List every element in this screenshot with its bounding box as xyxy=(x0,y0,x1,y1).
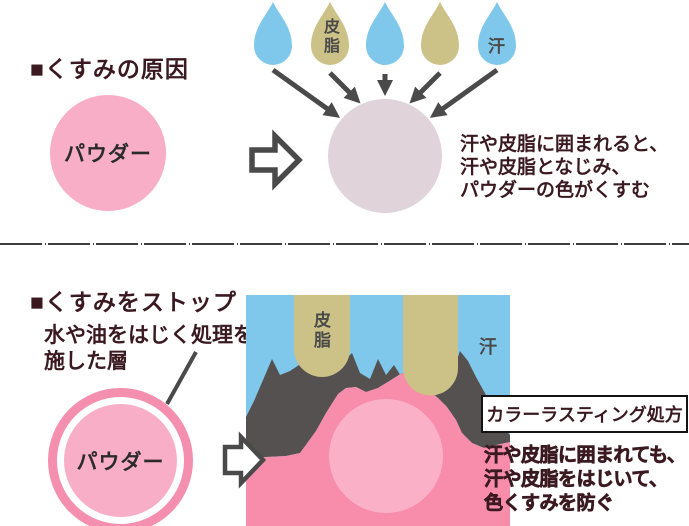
cause-section-heading: ■くすみの原因 xyxy=(30,56,189,82)
stop-section-heading: ■くすみをストップ xyxy=(30,289,237,315)
formula-badge: カラーラスティング処方 xyxy=(481,395,688,433)
right-arrow-shape xyxy=(222,431,267,489)
section-divider xyxy=(0,243,689,245)
down-arrow-icon xyxy=(328,71,361,104)
coating-note: 水や油をはじく処理を 施した層 xyxy=(44,323,254,375)
dull-powder-circle xyxy=(328,99,442,213)
stop-description-line: 色くすみを防ぐ xyxy=(484,493,615,515)
cause-description-line: 汗や皮脂となじみ、 xyxy=(460,157,631,178)
pointer-line xyxy=(165,351,198,405)
down-arrow-icon xyxy=(409,71,442,104)
powder-label: パウダー xyxy=(76,450,165,474)
repellent-layer-shape xyxy=(246,351,510,458)
powder-label: パウダー xyxy=(64,143,152,166)
stop-description-line: 汗や皮脂をはじいて、 xyxy=(484,469,669,491)
cause-description-line: 汗や皮脂に囲まれると、 xyxy=(460,134,669,155)
coated-powder-core: パウダー xyxy=(64,404,177,517)
coated-powder-circle: パウダー xyxy=(48,388,193,526)
sweat-drop-icon xyxy=(478,2,516,65)
right-arrow-shape xyxy=(249,129,303,191)
sebum-column-icon xyxy=(294,295,350,377)
stop-description: 汗や皮脂に囲まれても、 汗や皮脂をはじいて、 色くすみを防ぐ xyxy=(484,444,687,516)
sweat-drop-icon xyxy=(366,2,404,65)
right-arrow-icon xyxy=(222,431,267,489)
down-arrow-icon xyxy=(271,67,341,118)
powder-core-shape xyxy=(329,399,443,513)
cause-description: 汗や皮脂に囲まれると、 汗や皮脂となじみ、 パウダーの色がくすむ xyxy=(460,133,668,202)
stop-description-line: 汗や皮脂に囲まれても、 xyxy=(484,445,687,467)
sweat-drop-label: 汗 xyxy=(488,37,505,56)
coating-note-line: 施した層 xyxy=(44,350,128,373)
powder-circle: パウダー xyxy=(50,95,166,211)
diagram-sweat-label: 汗 xyxy=(479,337,497,357)
sebum-drop-icon xyxy=(311,2,349,65)
pointer-line-shape xyxy=(165,351,198,405)
sebum-drop-icon xyxy=(421,2,459,65)
diagram-sebum-label: 皮脂 xyxy=(311,311,330,351)
sebum-column-icon xyxy=(403,295,458,396)
coating-note-line: 水や油をはじく処理を xyxy=(44,324,254,347)
cause-description-line: パウダーの色がくすむ xyxy=(460,180,651,201)
right-arrow-icon xyxy=(249,129,303,191)
sweat-drop-icon xyxy=(254,2,292,65)
sebum-drop-label: 皮脂 xyxy=(321,18,338,56)
repel-diagram xyxy=(246,295,510,526)
down-arrow-icon xyxy=(429,67,499,118)
droplets-and-arrows xyxy=(254,2,516,118)
